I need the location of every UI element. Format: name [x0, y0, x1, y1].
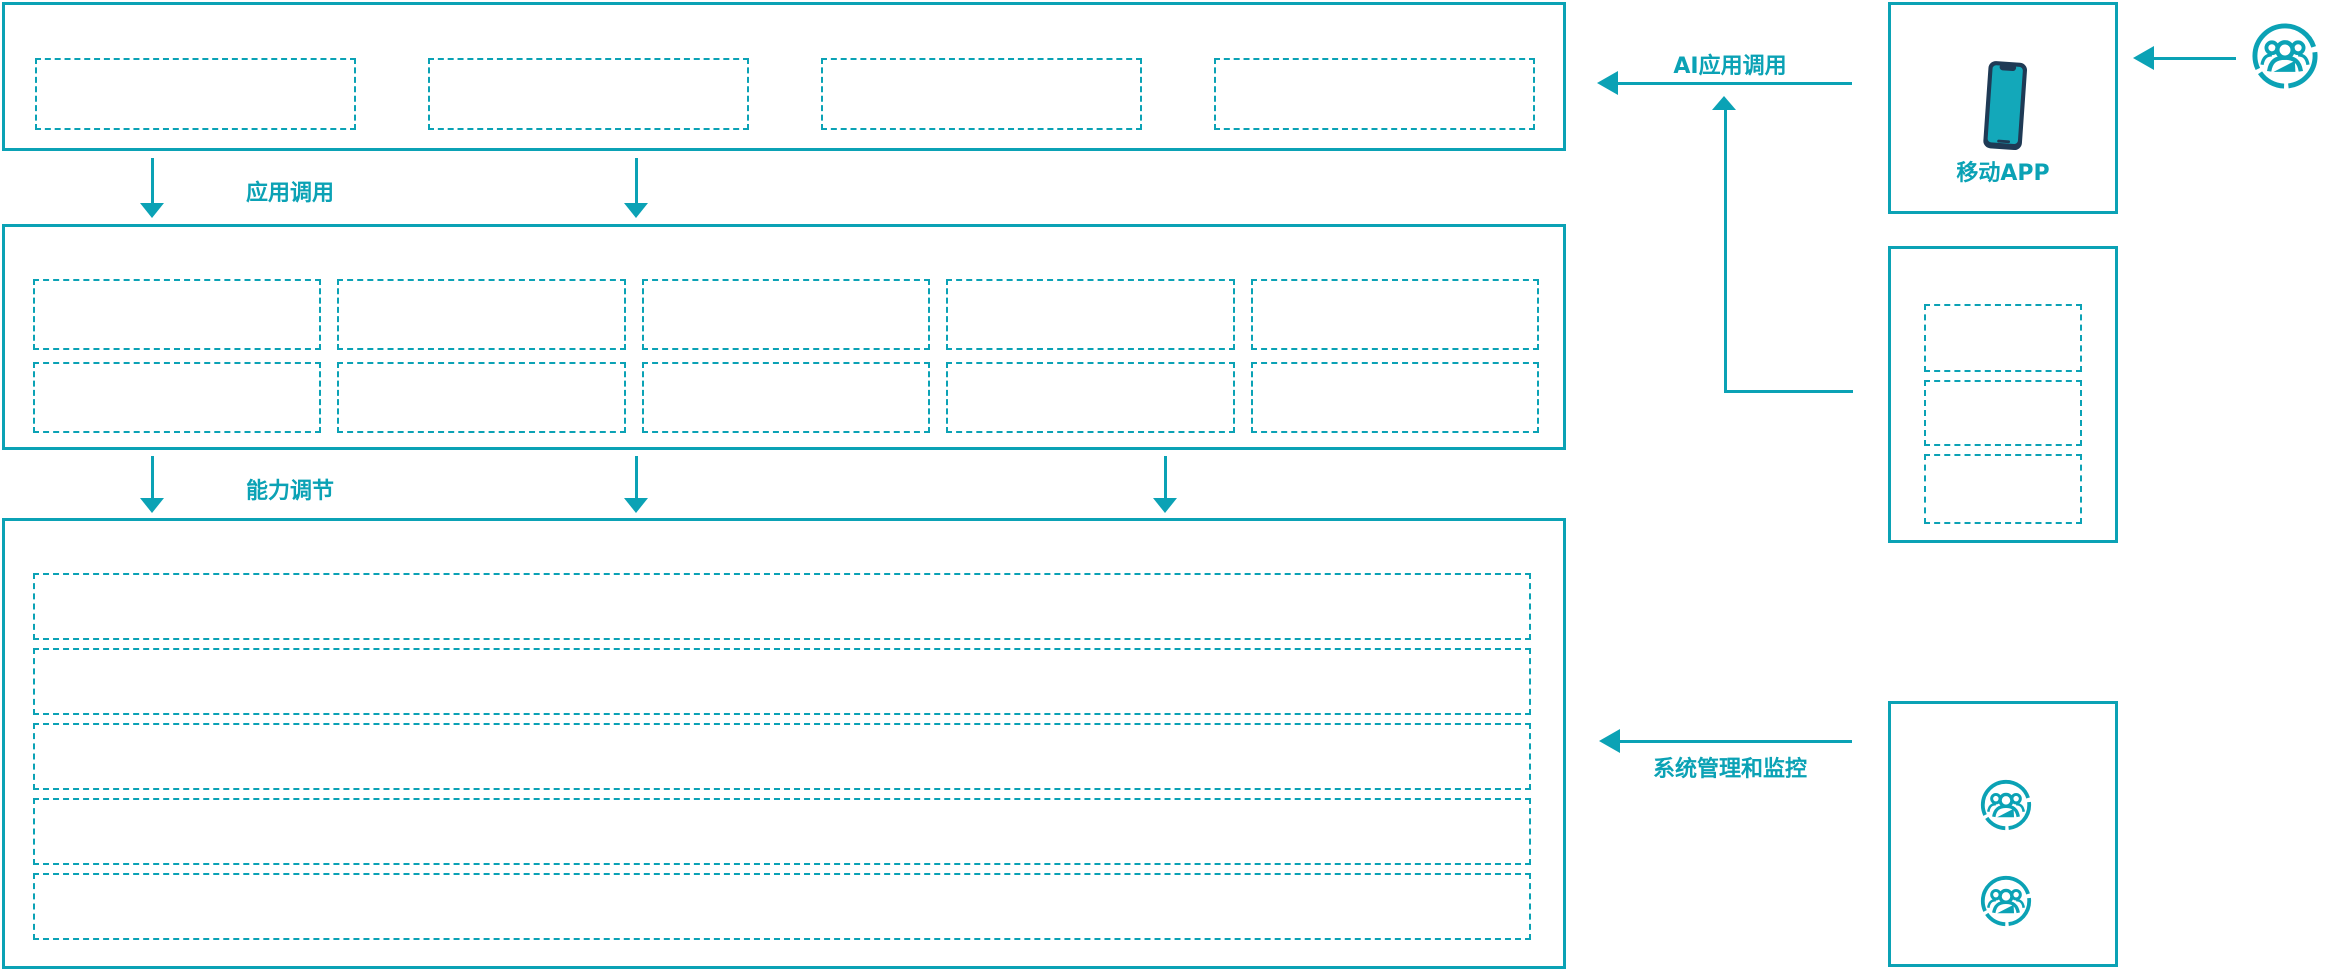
ai-call-arrow-line [1618, 82, 1852, 85]
placeholder-cell [641, 279, 931, 350]
user-arrow-head [2133, 46, 2154, 70]
placeholder-cell [33, 573, 1531, 640]
placeholder-cell [1924, 454, 2082, 524]
arrow-stem [634, 456, 638, 498]
down-arrow [1153, 456, 1177, 513]
monitor-panel-icons [1891, 704, 2115, 964]
placeholder-cell [33, 648, 1531, 715]
placeholder-cell [821, 58, 1142, 130]
connector-horizontal-line [1724, 390, 1853, 393]
placeholder-cell [33, 798, 1531, 865]
smartphone-icon [1980, 60, 2032, 155]
user-group-icon [2250, 21, 2320, 91]
user-group-icon [1979, 874, 2033, 928]
placeholder-cell [946, 362, 1235, 433]
placeholder-cell [1924, 304, 2082, 372]
placeholder-cell [946, 279, 1235, 350]
capability-adjust-label: 能力调节 [246, 479, 335, 504]
arrow-stem [150, 456, 154, 498]
placeholder-cell [1250, 279, 1539, 350]
ai-call-arrow-head [1597, 71, 1618, 95]
arrow-stem [150, 158, 154, 203]
mobile-app-panel: 移动APP [1888, 2, 2118, 214]
placeholder-cell [337, 362, 626, 433]
ai-call-label: AI应用调用 [1673, 54, 1787, 79]
arrow-stem [634, 158, 638, 203]
placeholder-cell [33, 723, 1531, 790]
down-arrow [624, 158, 648, 218]
app-layer-panel [2, 2, 1566, 151]
placeholder-cell [641, 362, 931, 433]
monitor-arrow-head [1599, 729, 1620, 753]
placeholder-cell [1924, 380, 2082, 446]
arrow-head [1153, 498, 1177, 513]
system-monitor-label: 系统管理和监控 [1652, 757, 1807, 782]
placeholder-cell [428, 58, 749, 130]
arrow-head [140, 498, 164, 513]
service-panel-cells [1891, 249, 2115, 524]
monitor-panel [1888, 701, 2118, 967]
user-group-icon [1979, 778, 2033, 832]
capability-layer-panel [2, 224, 1566, 450]
arrow-head [624, 203, 648, 218]
user-arrow-line [2154, 57, 2236, 60]
placeholder-cell [337, 279, 626, 350]
arrow-head [140, 203, 164, 218]
platform-layer-rows [5, 521, 1563, 940]
mobile-app-label: 移动APP [1956, 161, 2050, 186]
service-panel [1888, 246, 2118, 543]
app-call-label: 应用调用 [246, 181, 335, 206]
placeholder-cell [33, 362, 322, 433]
monitor-arrow-line [1620, 740, 1852, 743]
arrow-stem [1163, 456, 1167, 498]
placeholder-cell [1214, 58, 1535, 130]
platform-layer-panel [2, 518, 1566, 969]
down-arrow [624, 456, 648, 513]
placeholder-cell [33, 873, 1531, 940]
connector-arrow-head [1712, 96, 1736, 110]
connector-vertical-line [1724, 108, 1727, 391]
down-arrow [140, 456, 164, 513]
placeholder-cell [33, 279, 322, 350]
capability-layer-cells [5, 227, 1563, 433]
down-arrow [140, 158, 164, 218]
placeholder-cell [35, 58, 356, 130]
arrow-head [624, 498, 648, 513]
placeholder-cell [1250, 362, 1539, 433]
app-layer-cells [5, 5, 1563, 130]
